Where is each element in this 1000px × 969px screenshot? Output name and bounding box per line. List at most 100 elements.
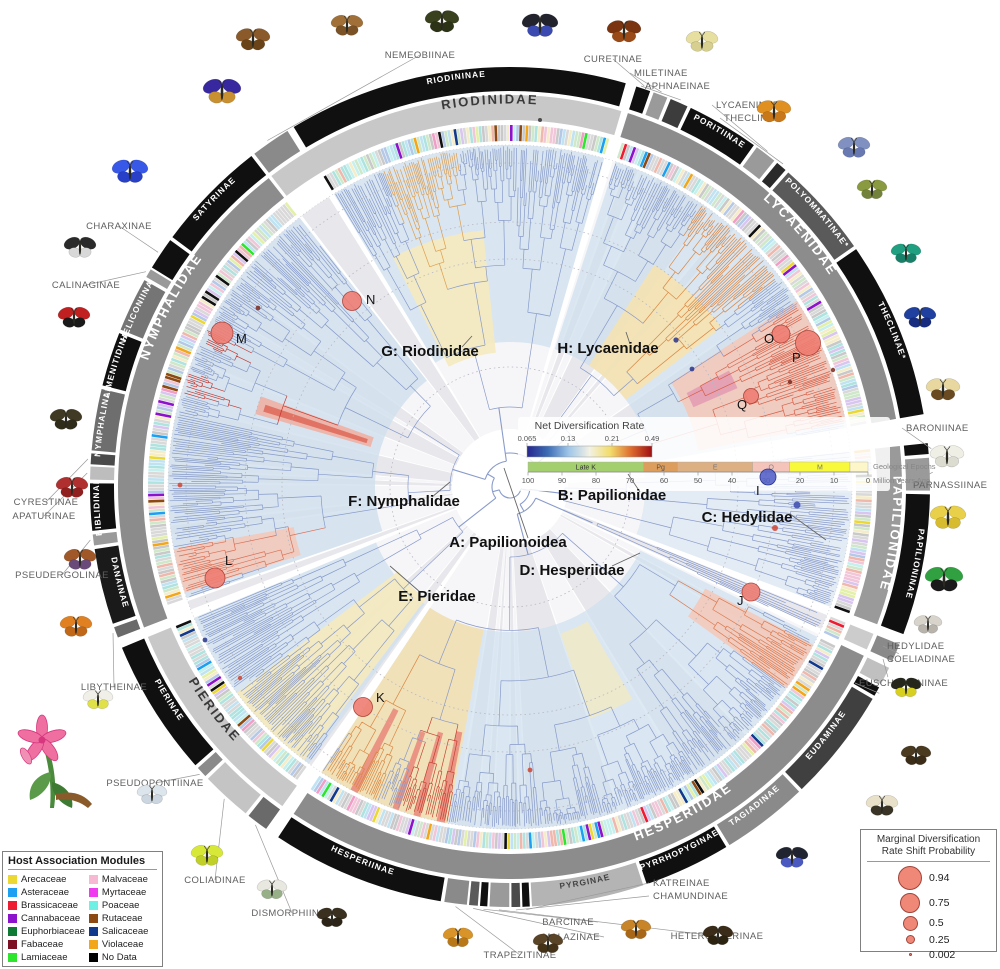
shift-legend: Marginal Diversification Rate Shift Prob… xyxy=(860,829,997,961)
butterfly-photo-21 xyxy=(620,919,652,940)
host-label: Violaceae xyxy=(101,939,144,950)
butterfly-photo-17 xyxy=(900,745,932,766)
host-color-swatch xyxy=(8,875,17,884)
host-legend-item-no-data: No Data xyxy=(88,951,157,964)
subfamily-arc-polyommatinae xyxy=(772,172,855,260)
time-tick: 20 xyxy=(796,476,804,485)
clade-label-C: C: Hedylidae xyxy=(702,509,793,526)
shift-marker-label-O: O xyxy=(764,331,774,346)
butterfly-photo-35 xyxy=(111,159,149,183)
phylogeny-branches xyxy=(169,146,851,827)
host-label: Asteraceae xyxy=(21,887,70,898)
subfamily-arc-riodininae xyxy=(293,67,626,148)
subfamily-arc-cyrestinae xyxy=(90,453,116,466)
host-legend-item-salicaceae: Salicaceae xyxy=(88,925,157,938)
subfamily-arc-hesperiinae xyxy=(278,817,445,902)
time-tick: 0 xyxy=(866,476,870,485)
shift-legend-title: Marginal Diversification Rate Shift Prob… xyxy=(867,834,990,862)
host-legend-item-brassicaceae: Brassicaceae xyxy=(8,899,85,912)
host-color-swatch xyxy=(88,927,98,936)
host-legend-item-euphorbiaceae: Euphorbiaceae xyxy=(8,925,85,938)
subfamily-arc-nymphalinae xyxy=(91,388,125,453)
shift-probability-value: 0.25 xyxy=(929,933,950,946)
subfamily-arc-pyrrhopyginae xyxy=(638,826,727,885)
epoch-label: Pg xyxy=(656,465,665,472)
subfamily-arc-pseudergolinae xyxy=(92,531,118,546)
shift-marker-K xyxy=(353,697,373,717)
shift-legend-title-line2: Rate Shift Probability xyxy=(881,846,976,857)
subfamily-arc-calinaginae xyxy=(146,269,172,289)
subfamily-arc-limenitidinae xyxy=(102,333,142,392)
host-color-swatch xyxy=(8,914,17,923)
butterfly-photo-4 xyxy=(606,20,642,43)
butterfly-photo-10 xyxy=(903,306,937,328)
subfamily-ring: RIODININAEPORITIINAEPOLYOMMATINAE*THECLI… xyxy=(90,67,930,907)
shift-marker-N xyxy=(342,291,362,311)
butterfly-photo-24 xyxy=(316,907,348,928)
butterfly-photo-11 xyxy=(925,378,961,401)
butterfly-photo-9 xyxy=(890,243,922,264)
butterfly-photo-7 xyxy=(837,136,871,158)
callout-coliadinae: COLIADINAE xyxy=(184,875,246,886)
time-tick: 70 xyxy=(626,476,634,485)
callout-calinaginae: CALINAGINAE xyxy=(52,280,120,291)
time-tick: 50 xyxy=(694,476,702,485)
butterfly-photo-19 xyxy=(775,846,809,868)
clade-label-G: G: Riodinidae xyxy=(381,343,479,360)
minor-shift-dot xyxy=(527,767,533,773)
shift-legend-item-0.5: 0.5 xyxy=(867,914,990,932)
callout-curetinae: CURETINAE xyxy=(584,54,643,65)
callout-hedylidae: HEDYLIDAE xyxy=(887,641,944,652)
shift-probability-dot xyxy=(898,865,922,890)
time-tick: 90 xyxy=(558,476,566,485)
host-color-swatch xyxy=(88,940,98,949)
callout-theclinae: THECLINAE* xyxy=(724,113,785,124)
minor-shift-dot xyxy=(793,501,801,509)
butterfly-photo-33 xyxy=(57,306,91,328)
butterfly-photo-18 xyxy=(865,794,899,816)
subfamily-arc-curetinae xyxy=(629,86,651,114)
host-label: Arecaceae xyxy=(21,874,67,885)
butterfly-photo-20 xyxy=(702,925,734,946)
shift-marker-I xyxy=(759,468,777,486)
host-legend-item-malvaceae: Malvaceae xyxy=(88,873,157,886)
host-label: Malvaceae xyxy=(101,874,148,885)
minor-shift-dot xyxy=(255,305,261,311)
shift-marker-Q xyxy=(743,388,759,404)
time-tick: 100 xyxy=(522,476,535,485)
butterfly-photo-32 xyxy=(49,408,83,430)
host-color-swatch xyxy=(8,953,17,962)
minor-shift-dot xyxy=(787,379,793,385)
butterfly-images xyxy=(49,10,967,954)
family-arc-nymphalidae xyxy=(117,178,285,628)
shift-probability-dot xyxy=(900,892,920,913)
subfamily-arc-pseudopontiinae xyxy=(197,751,223,777)
minor-shift-dot xyxy=(830,367,836,373)
subfamily-arc-pyrginae xyxy=(530,862,644,907)
callout-charaxinae: CHARAXINAE xyxy=(86,221,152,232)
minor-shift-dot xyxy=(689,366,695,372)
host-legend-title: Host Association Modules xyxy=(8,855,157,870)
subfamily-arc-poritiinae xyxy=(680,107,754,165)
epoch-label: O xyxy=(769,465,775,472)
shift-marker-O xyxy=(771,324,791,344)
epoch-label: M xyxy=(817,465,823,472)
epoch-label: E xyxy=(713,465,718,472)
subfamily-arc-miletinae xyxy=(645,92,668,120)
subfamily-arc-malazinae xyxy=(469,881,480,906)
clade-label-B: B: Papilionidae xyxy=(558,487,666,504)
butterfly-photo-30 xyxy=(63,548,97,570)
callout-pseudopontiinae: PSEUDOPONTIINAE xyxy=(106,778,203,789)
butterfly-photo-31 xyxy=(55,476,89,498)
shift-legend-item-0.25: 0.25 xyxy=(867,932,990,947)
subfamily-arc-dismorphiinae xyxy=(248,796,281,829)
time-tick: 80 xyxy=(592,476,600,485)
host-label: Rutaceae xyxy=(101,913,143,924)
callout-katreinae: KATREINAE xyxy=(653,878,710,889)
callout-dismorphiinae: DISMORPHIINAE xyxy=(251,908,332,919)
callout-aphnaeinae: APHNAEINAE xyxy=(645,81,710,92)
subfamily-arc-satyrinae xyxy=(172,156,267,252)
butterfly-photo-27 xyxy=(136,784,168,805)
